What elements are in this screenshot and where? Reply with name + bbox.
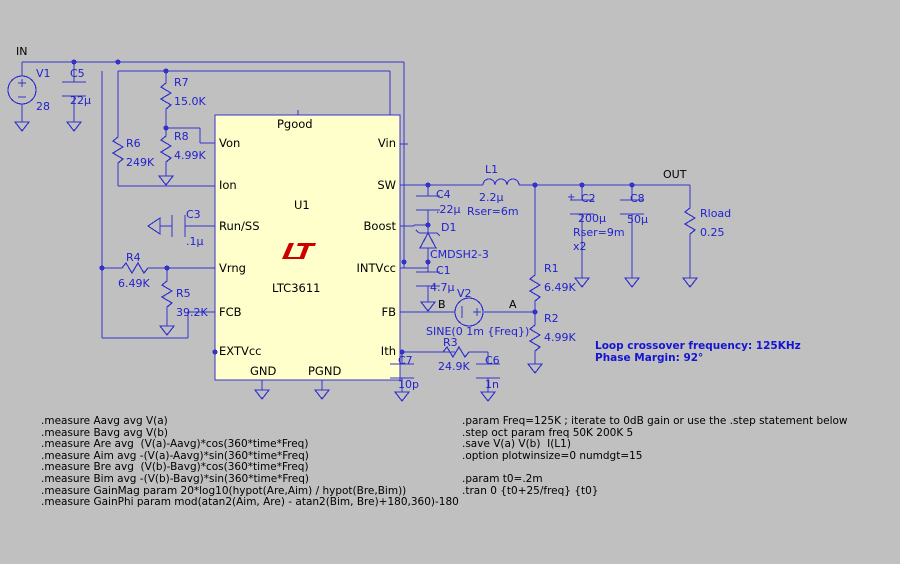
ic-pin-runss: Run/SS: [219, 219, 260, 233]
ic-pin-von: Von: [219, 136, 241, 150]
component-ref-c7: C7: [398, 354, 413, 367]
component-extra2-c2: x2: [573, 240, 587, 253]
component-value-r3: 24.9K: [438, 360, 470, 373]
component-value-r4: 6.49K: [118, 277, 150, 290]
component-ref-c4: C4: [436, 188, 451, 201]
component-value-r8: 4.99K: [174, 149, 206, 162]
component-extra-l1: Rser=6m: [467, 205, 519, 218]
component-value-r5: 39.2K: [176, 306, 208, 319]
c2-polarity-plus: +: [567, 192, 576, 203]
ic-pin-fb: FB: [381, 305, 396, 319]
spice-directives-right: .param Freq=125K ; iterate to 0dB gain o…: [462, 415, 848, 497]
component-ref-v2: V2: [457, 287, 472, 300]
component-value-v1: 28: [36, 100, 50, 113]
component-value-v2: SINE(0 1m {Freq}): [426, 325, 530, 338]
component-value-r7: 15.0K: [174, 95, 206, 108]
component-ref-rload: Rload: [700, 207, 732, 220]
component-ref-c2: C2: [581, 192, 596, 205]
spice-directive-left-line: .measure Bavg avg V(b): [41, 426, 169, 439]
net-label-in: IN: [16, 45, 28, 58]
component-value-rload: 0.25: [700, 226, 725, 239]
component-extra-c2: Rser=9m: [573, 226, 625, 239]
component-ref-r7: R7: [174, 76, 189, 89]
component-value-r2: 4.99K: [544, 331, 576, 344]
ic-pin-gnd: GND: [250, 364, 277, 378]
component-ref-r1: R1: [544, 262, 559, 275]
spice-directive-left-line: .measure Bre avg (V(b)-Bavg)*cos(360*tim…: [41, 461, 309, 474]
component-value-c1: 4.7µ: [430, 281, 455, 294]
spice-directives-left: .measure Aavg avg V(a).measure Bavg avg …: [41, 415, 459, 509]
spice-directive-left-line: .measure Aim avg -(V(a)-Aavg)*sin(360*ti…: [41, 449, 309, 462]
net-label-a: A: [509, 298, 517, 311]
spice-directive-right-line: .step oct param freq 50K 200K 5: [462, 426, 634, 439]
note-phase-margin: Phase Margin: 92°: [595, 352, 704, 364]
spice-directive-left-line: .measure Are avg (V(a)-Aavg)*cos(360*tim…: [41, 438, 309, 451]
component-value-r6: 249K: [126, 156, 155, 169]
spice-directive-right-line: .tran 0 {t0+25/freq} {t0}: [462, 484, 599, 497]
component-value-l1: 2.2µ: [479, 191, 504, 204]
ic-pin-ith: Ith: [380, 344, 396, 358]
ic-pin-fcb: FCB: [219, 305, 242, 319]
component-ref-c8: C8: [630, 192, 645, 205]
linear-tech-logo: [282, 243, 316, 259]
spice-directive-right-line: .option plotwinsize=0 numdgt=15: [462, 449, 643, 462]
spice-directive-left-line: .measure GainPhi param mod(atan2(Aim, Ar…: [41, 496, 459, 509]
component-ref-c6: C6: [485, 354, 500, 367]
net-label-b: B: [438, 298, 446, 311]
net-label-out: OUT: [663, 168, 687, 181]
note-loop-crossover: Loop crossover frequency: 125KHz: [595, 340, 801, 352]
component-value-c2: 200µ: [578, 212, 606, 225]
component-ref-l1: L1: [485, 163, 499, 176]
component-value-d1: CMDSH2-3: [430, 248, 489, 261]
component-value-c5: 22µ: [70, 94, 91, 107]
spice-directive-left-line: .measure Aavg avg V(a): [41, 415, 168, 427]
ic-pin-sw: SW: [377, 178, 396, 192]
component-value-c3: .1µ: [186, 235, 204, 248]
spice-directive-left-line: .measure GainMag param 20*log10(hypot(Ar…: [41, 484, 407, 497]
spice-directive-right-line: .param t0=.2m: [462, 472, 543, 485]
ic-pin-extvcc: EXTVcc: [219, 344, 262, 358]
ic-pin-vrng: Vrng: [219, 261, 246, 275]
component-value-c6: 1n: [485, 378, 499, 391]
spice-directive-right-line: .param Freq=125K ; iterate to 0dB gain o…: [462, 415, 848, 427]
component-value-c4: .22µ: [436, 203, 461, 216]
component-ref-r4: R4: [126, 251, 141, 264]
component-ref-v1: V1: [36, 67, 51, 80]
component-ref-d1: D1: [441, 221, 457, 234]
component-ref-c1: C1: [436, 264, 451, 277]
component-value-r1: 6.49K: [544, 281, 576, 294]
ic-part-number: LTC3611: [272, 281, 321, 295]
component-ref-c3: C3: [186, 208, 201, 221]
ic-pin-intvcc: INTVcc: [356, 261, 396, 275]
ic-pin-ion: Ion: [219, 178, 237, 192]
ic-pin-vin: Vin: [377, 136, 396, 150]
component-ref-c5: C5: [70, 67, 85, 80]
component-ref-r3: R3: [443, 336, 458, 349]
spice-directive-right-line: .save V(a) V(b) I(L1): [462, 438, 571, 451]
component-value-c7: 10p: [398, 378, 419, 391]
component-ref-r6: R6: [126, 137, 141, 150]
ic-pin-pgnd: PGND: [308, 364, 342, 378]
ic-pin-boost: Boost: [363, 219, 396, 233]
ic-designator: U1: [294, 198, 310, 212]
component-ref-r5: R5: [176, 287, 191, 300]
component-ref-r8: R8: [174, 130, 189, 143]
spice-directive-left-line: .measure Bim avg -(V(b)-Bavg)*sin(360*ti…: [41, 472, 309, 485]
ic-pin-pgood: Pgood: [277, 117, 313, 131]
component-ref-r2: R2: [544, 312, 559, 325]
component-value-c8: 50µ: [627, 213, 648, 226]
